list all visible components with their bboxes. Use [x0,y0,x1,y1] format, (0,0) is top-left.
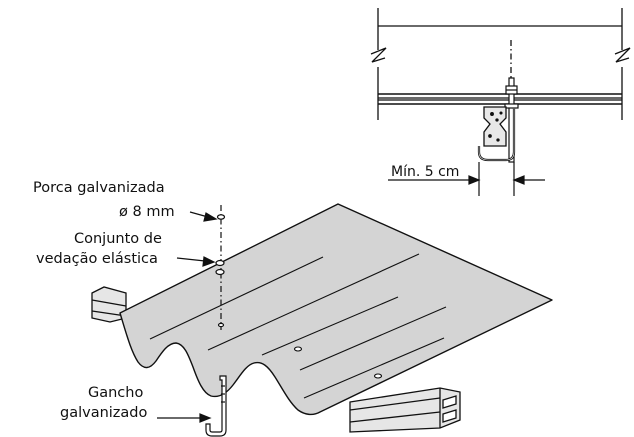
label-conjunto-line2: vedação elástica [36,251,158,267]
corrugated-roof-sheet [119,203,553,416]
label-porca-line1: Porca galvanizada [33,180,165,196]
label-porca-line2: ø 8 mm [119,204,175,220]
label-conjunto-line1: Conjunto de [74,231,162,247]
min-distance-label: Mín. 5 cm [391,164,459,180]
label-gancho-line2: galvanizado [60,405,148,421]
detail-purlin-section [477,106,516,162]
label-gancho-line1: Gancho [88,385,143,401]
leader-arrows [157,211,218,423]
detail-bolt [504,77,519,163]
galvanized-hook [205,375,227,437]
min-distance-dimension [388,162,545,196]
bolt-assembly [215,205,226,330]
purlin-beam-back [91,286,127,323]
purlin-detail [370,8,631,120]
purlin-beam-front [349,387,461,433]
